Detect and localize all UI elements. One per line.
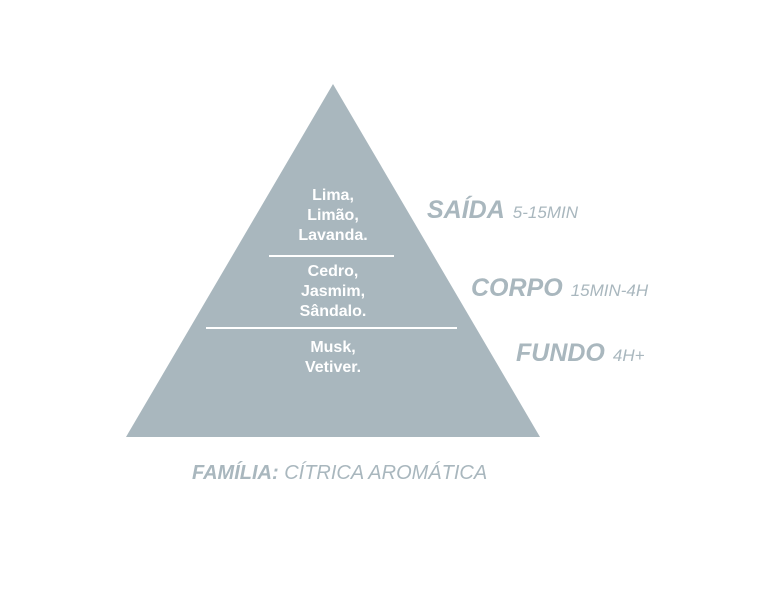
tier-label-bottom: FUNDO 4H+ xyxy=(516,339,645,368)
note-item: Sândalo. xyxy=(299,303,367,320)
base-notes: Musk, Vetiver. xyxy=(305,338,361,378)
tier-name: FUNDO xyxy=(516,339,605,367)
note-item: Jasmim, xyxy=(300,283,366,300)
tier-duration: 5-15MIN xyxy=(512,203,578,222)
pyramid-shape xyxy=(126,84,540,437)
tier-duration: 15MIN-4H xyxy=(570,281,649,300)
heart-notes: Cedro, Jasmim, Sândalo. xyxy=(300,262,367,322)
note-item: Lima, xyxy=(312,187,354,204)
note-item: Vetiver. xyxy=(304,359,362,376)
family-value: CÍTRICA AROMÁTICA xyxy=(284,462,488,484)
tier-duration: 4H+ xyxy=(612,346,645,365)
tier-name: CORPO xyxy=(471,274,563,302)
tier-name: SAÍDA xyxy=(427,196,505,224)
note-item: Lavanda. xyxy=(298,227,368,244)
fragrance-family: FAMÍLIA: CÍTRICA AROMÁTICA xyxy=(192,462,487,485)
top-notes: Lima, Limão, Lavanda. xyxy=(298,186,367,246)
note-item: Musk, xyxy=(310,339,356,356)
note-item: Cedro, xyxy=(307,263,359,280)
tier-label-top: SAÍDA 5-15MIN xyxy=(427,196,578,225)
tier-label-middle: CORPO 15MIN-4H xyxy=(471,274,648,303)
note-item: Limão, xyxy=(307,207,359,224)
family-label: FAMÍLIA: xyxy=(192,462,279,484)
